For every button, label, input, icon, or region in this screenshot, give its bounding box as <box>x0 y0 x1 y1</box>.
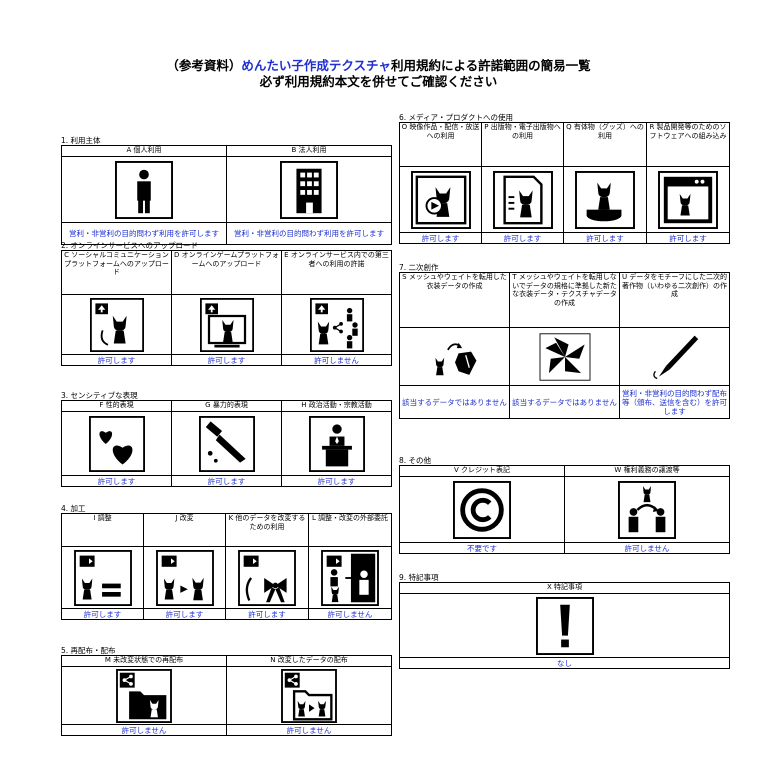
status-fan-work: 営利・非営利の目的問わず配布等（頒布、送信を含む）を許可します <box>619 385 730 419</box>
status-social-upload: 許可します <box>61 354 172 366</box>
knife-icon <box>198 415 255 472</box>
header-costume-data: S メッシュやウェイトを転用した衣装データの作成 <box>399 272 510 328</box>
section-label: 8. その他 <box>399 456 432 465</box>
header-outsource: L 調整・改変の外部委託 <box>308 513 392 547</box>
section-label: 1. 利用主体 <box>61 136 101 145</box>
status-special-notes: なし <box>399 657 730 669</box>
texture-icon <box>539 332 590 381</box>
status-credit-notation: 不要です <box>399 542 565 554</box>
page-title: （参考資料）めんたい子作成テクスチャ利用規約による許諾範囲の簡易一覧 必ず利用規… <box>166 58 591 89</box>
header-fan-work: U データをモチーフにした二次的著作物（いわゆる二次創作）の作成 <box>619 272 730 328</box>
section-usage-subject: 1. 利用主体 A 個人利用 B 法人利用 営利・非営利の目的問わず利用を許可し… <box>61 136 392 245</box>
status-sexual-expression: 許可します <box>61 475 172 487</box>
header-video-broadcast: O 映像作品・配信・放送への利用 <box>399 122 482 167</box>
publication-icon <box>492 170 553 229</box>
upload-game-icon <box>199 297 254 352</box>
header-new-texture-data: T メッシュやウェイトを転用しないでデータの規格に準拠した新たな衣装データ・テク… <box>509 272 620 328</box>
status-adjust: 許可します <box>61 608 144 620</box>
status-political-religious: 許可します <box>281 475 392 487</box>
header-credit-notation: V クレジット表記 <box>399 465 565 477</box>
status-video-broadcast: 許可します <box>399 232 482 244</box>
pen-icon <box>652 335 698 379</box>
status-corporate-use: 営利・非営利の目的問わず利用を許可します <box>226 222 392 245</box>
header-software-embedding: R 製品開発等のためのソフトウェアへの組み込み <box>646 122 730 167</box>
status-third-party-license: 許可しません <box>281 354 392 366</box>
exclamation-icon <box>535 596 594 655</box>
header-individual-use: A 個人利用 <box>61 145 227 157</box>
goods-icon <box>575 170 635 229</box>
ribbon-icon <box>238 549 296 606</box>
status-modified-distribution: 許可しません <box>226 724 392 736</box>
status-software-embedding: 許可します <box>646 232 730 244</box>
header-adjust: I 調整 <box>61 513 144 547</box>
header-third-party-license: E オンラインサービス内での第三者への利用の許諾 <box>281 250 392 295</box>
modify-icon <box>155 549 214 606</box>
section-redistribution: 5. 再配布・配布 M 未改変状態での再配布 N 改変したデータの配布 許可しま… <box>61 646 392 736</box>
outsource-icon <box>321 549 379 606</box>
section-other: 8. その他 V クレジット表記 W 権利義務の譲渡等 不要です 許可しません <box>399 456 730 554</box>
building-icon <box>280 160 338 219</box>
costume-icon <box>434 342 476 375</box>
status-game-upload: 許可します <box>171 354 282 366</box>
section-label: 5. 再配布・配布 <box>61 646 116 655</box>
status-publication: 許可します <box>481 232 564 244</box>
header-modified-distribution: N 改変したデータの配布 <box>226 655 392 667</box>
header-special-notes: X 特記事項 <box>399 582 730 594</box>
header-social-upload: C ソーシャルコミュニケーションプラットフォームへのアップロード <box>61 250 172 295</box>
header-political-religious: H 政治活動・宗教活動 <box>281 400 392 412</box>
section-label: 3. センシティブな表現 <box>61 391 138 400</box>
header-corporate-use: B 法人利用 <box>226 145 392 157</box>
upload-social-icon <box>89 297 144 352</box>
header-unmodified-redistribution: M 未改変状態での再配布 <box>61 655 227 667</box>
share-network-icon <box>309 297 364 352</box>
person-icon <box>115 160 173 219</box>
header-sexual-expression: F 性的表現 <box>61 400 172 412</box>
status-modify-other-data: 許可します <box>225 608 309 620</box>
distribute-modified-icon <box>281 668 337 723</box>
section-special-notes: 9. 特記事項 X 特記事項 なし <box>399 573 730 669</box>
status-rights-transfer: 許可しません <box>564 542 730 554</box>
section-label: 7. 二次創作 <box>399 263 439 272</box>
video-icon <box>410 170 471 229</box>
header-modify-other-data: K 他のデータを改変するための利用 <box>225 513 309 547</box>
software-icon <box>658 170 718 229</box>
section-processing: 4. 加工 I 調整 J 改変 K 他のデータを改変するための利用 L 調整・改… <box>61 504 392 620</box>
status-costume-data: 該当するデータではありません <box>399 385 510 419</box>
status-unmodified-redistribution: 許可しません <box>61 724 227 736</box>
adjust-icon <box>73 549 132 606</box>
section-sensitive-expression: 3. センシティブな表現 F 性的表現 G 暴力的表現 H 政治活動・宗教活動 … <box>61 391 392 487</box>
status-violent-expression: 許可します <box>171 475 282 487</box>
header-game-upload: D オンラインゲームプラットフォームへのアップロード <box>171 250 282 295</box>
status-new-texture-data: 該当するデータではありません <box>509 385 620 419</box>
copyright-icon <box>453 480 511 539</box>
header-goods: Q 有体物（グッズ）への利用 <box>563 122 647 167</box>
header-rights-transfer: W 権利義務の譲渡等 <box>564 465 730 477</box>
section-label: 9. 特記事項 <box>399 573 439 582</box>
transfer-icon <box>618 480 676 539</box>
podium-icon <box>308 415 365 472</box>
section-derivative-works: 7. 二次創作 S メッシュやウェイトを転用した衣装データの作成 T メッシュや… <box>399 263 730 419</box>
header-publication: P 出版物・電子出版物への利用 <box>481 122 564 167</box>
hearts-icon <box>88 415 145 472</box>
header-modify: J 改変 <box>143 513 226 547</box>
section-label: 2. オンラインサービスへのアップロード <box>61 241 199 250</box>
section-media-products: 6. メディア・プロダクトへの使用 O 映像作品・配信・放送への利用 P 出版物… <box>399 113 730 244</box>
header-violent-expression: G 暴力的表現 <box>171 400 282 412</box>
section-online-upload: 2. オンラインサービスへのアップロード C ソーシャルコミュニケーションプラッ… <box>61 241 392 366</box>
section-label: 4. 加工 <box>61 504 86 513</box>
section-label: 6. メディア・プロダクトへの使用 <box>399 113 514 122</box>
status-goods: 許可します <box>563 232 647 244</box>
redistribute-icon <box>116 668 172 723</box>
status-modify: 許可します <box>143 608 226 620</box>
status-outsource: 許可しません <box>308 608 392 620</box>
